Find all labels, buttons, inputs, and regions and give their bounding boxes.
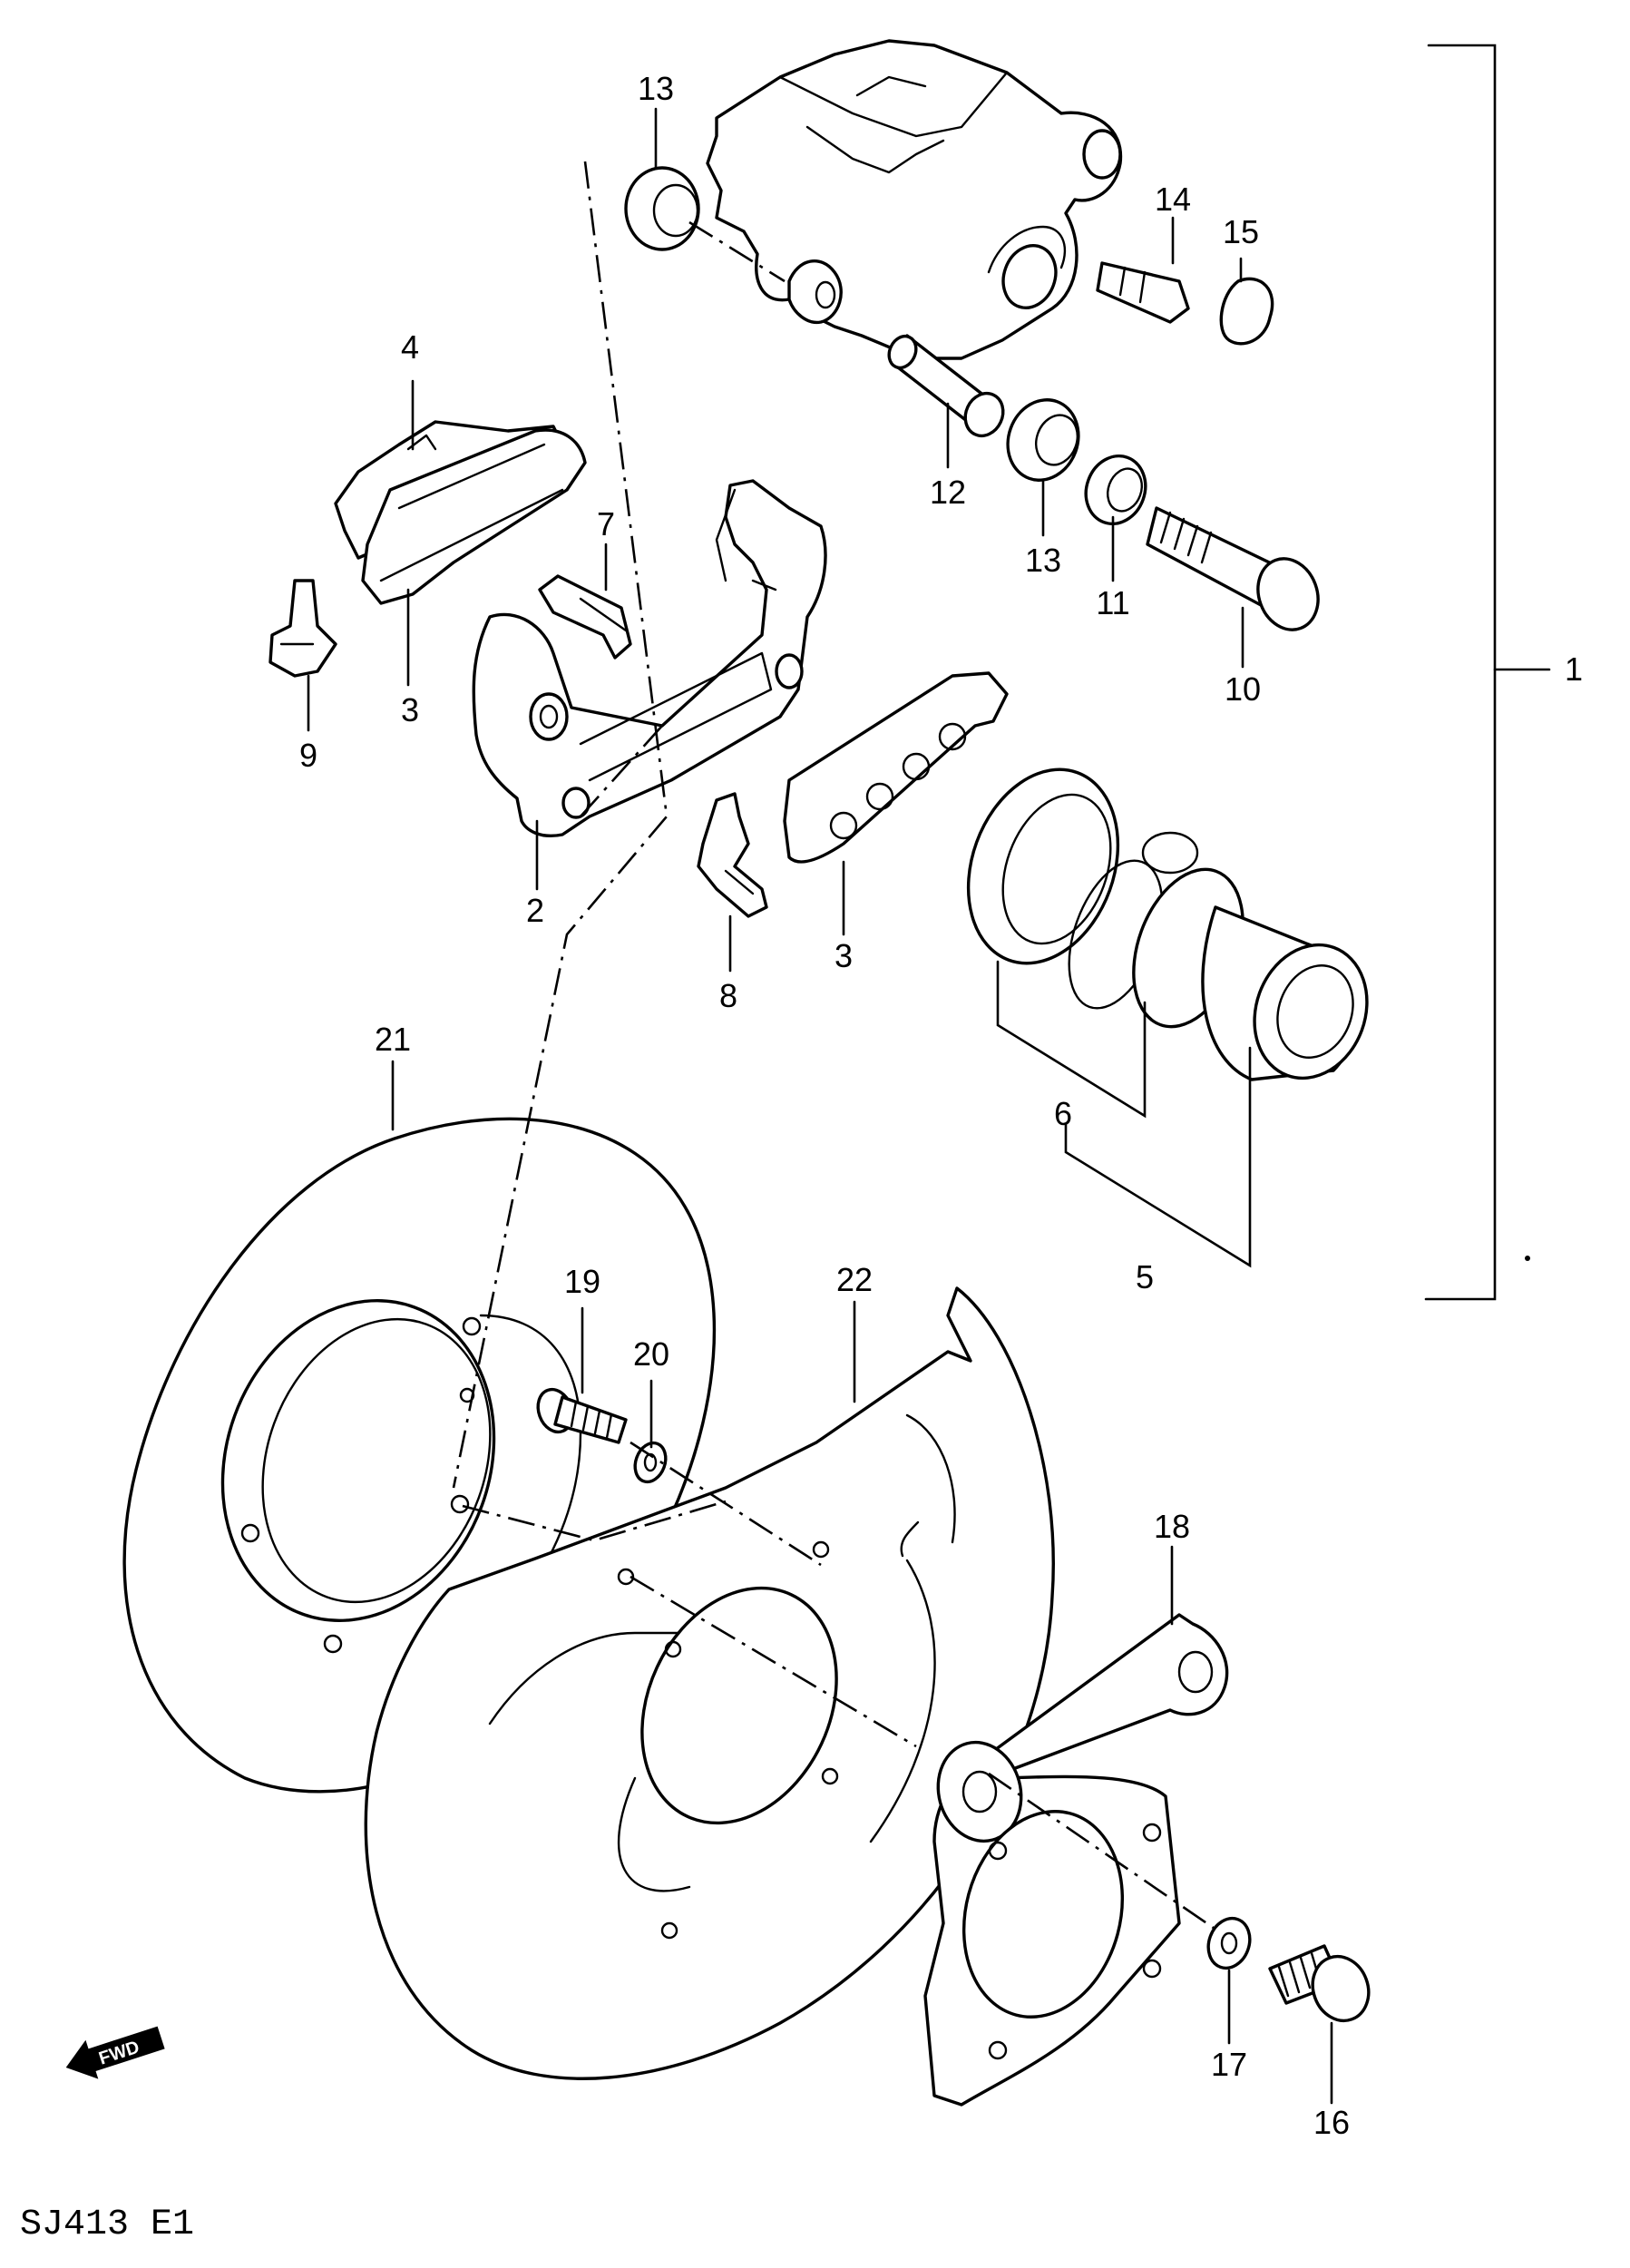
clip-8 bbox=[697, 792, 768, 918]
callout-15: 15 bbox=[1223, 213, 1259, 250]
callout-4: 4 bbox=[401, 328, 419, 366]
guide-pin-12 bbox=[887, 334, 1005, 438]
callout-9: 9 bbox=[299, 737, 317, 774]
washer-17 bbox=[1206, 1916, 1252, 1970]
callouts: 1 2 3 3 4 5 6 7 8 9 10 11 12 13 13 14 15… bbox=[299, 70, 1583, 2141]
cap-15 bbox=[1219, 277, 1274, 346]
callout-8: 8 bbox=[719, 977, 737, 1014]
callout-18: 18 bbox=[1154, 1508, 1190, 1545]
boot-11 bbox=[1084, 454, 1147, 526]
brake-pad-lower bbox=[783, 671, 1009, 864]
caliper-carrier bbox=[472, 479, 827, 837]
callout-11: 11 bbox=[1096, 584, 1129, 621]
piston-5 bbox=[1132, 867, 1369, 1081]
callout-21: 21 bbox=[375, 1021, 411, 1058]
callout-12: 12 bbox=[930, 474, 966, 511]
bolt-19 bbox=[536, 1387, 628, 1444]
callout-3: 3 bbox=[835, 937, 853, 974]
callout-leaders bbox=[307, 107, 1333, 2105]
bleeder-14 bbox=[1096, 261, 1190, 324]
callout-22: 22 bbox=[836, 1261, 873, 1298]
callout-13: 13 bbox=[1025, 542, 1061, 579]
piston-seal-6 bbox=[966, 767, 1199, 1010]
callout-16: 16 bbox=[1313, 2104, 1350, 2141]
callout-7: 7 bbox=[597, 505, 615, 543]
caliper-body bbox=[706, 39, 1123, 360]
callout-6: 6 bbox=[1054, 1095, 1072, 1132]
forward-arrow-label: FWD bbox=[96, 2038, 142, 2069]
callout-17: 17 bbox=[1211, 2046, 1247, 2083]
assembly-bracket bbox=[1424, 44, 1551, 1301]
callout-19: 19 bbox=[564, 1263, 600, 1300]
bolt-10 bbox=[1146, 506, 1320, 631]
callout-20: 20 bbox=[633, 1335, 669, 1373]
brake-pad-upper bbox=[361, 428, 587, 605]
clip-9 bbox=[268, 579, 337, 678]
assembly-lines bbox=[452, 161, 1221, 1934]
bolt-16 bbox=[1268, 1944, 1371, 2023]
callout-3: 3 bbox=[401, 691, 419, 728]
forward-arrow-icon: FWD bbox=[65, 2026, 165, 2079]
callout-14: 14 bbox=[1155, 181, 1191, 218]
callout-2: 2 bbox=[526, 892, 544, 929]
callout-13: 13 bbox=[638, 70, 674, 107]
knuckle-arm bbox=[923, 1613, 1229, 2107]
callout-1: 1 bbox=[1565, 650, 1583, 688]
model-code: SJ413 E1 bbox=[20, 2204, 194, 2245]
seal-13-upper bbox=[624, 166, 700, 251]
dust-shield bbox=[364, 1286, 1055, 2080]
callout-5: 5 bbox=[1136, 1258, 1154, 1295]
seal-13-lower bbox=[1006, 398, 1080, 482]
callout-10: 10 bbox=[1225, 670, 1261, 708]
pad-clip-7 bbox=[538, 574, 632, 660]
